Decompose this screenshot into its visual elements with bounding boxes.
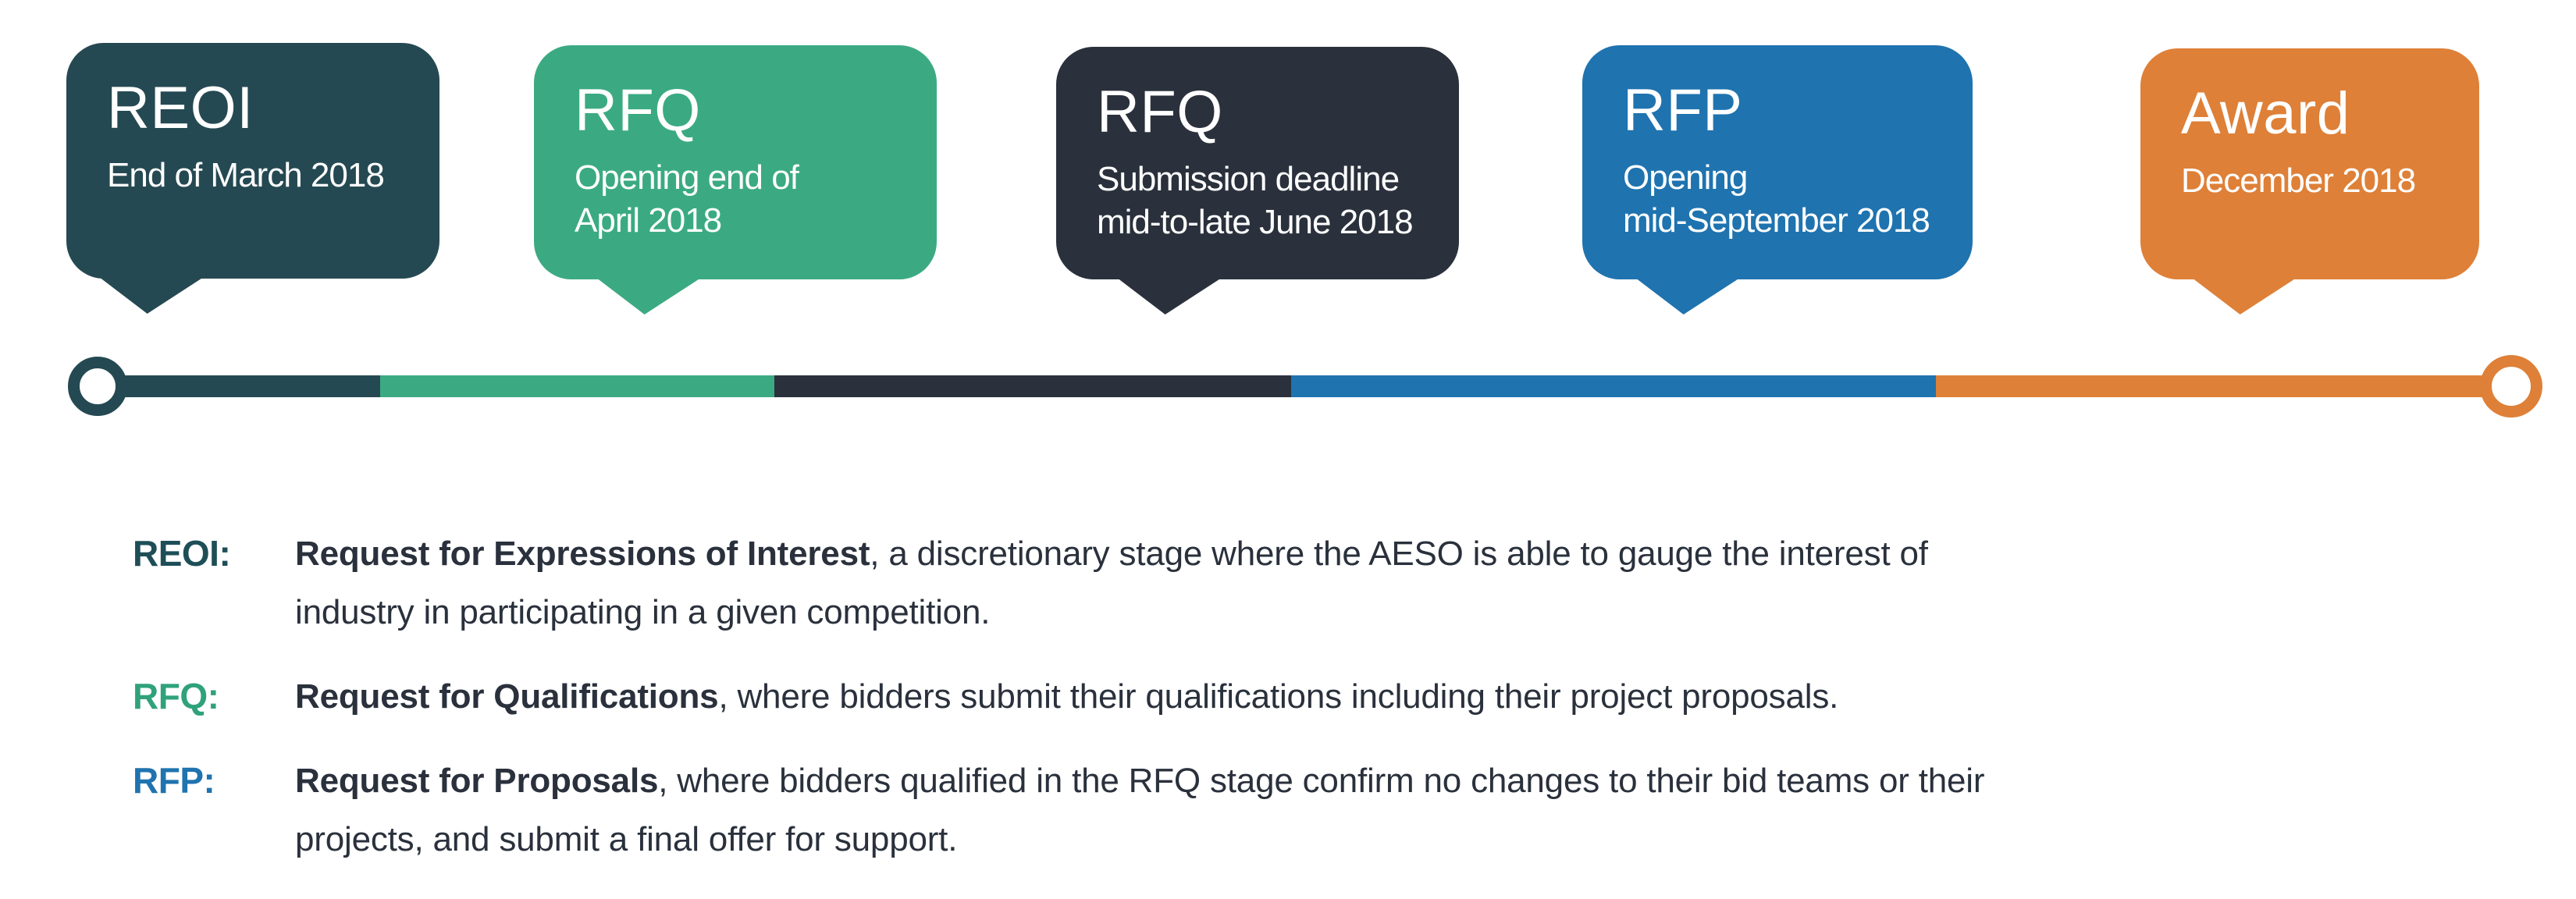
timeline-segment-award: [1936, 375, 2482, 397]
milestone-title: RFP: [1623, 77, 1743, 144]
bubble-tail: [1117, 278, 1222, 314]
milestone-title: REOI: [107, 75, 254, 141]
timeline-segment-rfq-opening: [380, 375, 774, 397]
legend-definition-name: Request for Qualifications: [295, 677, 719, 716]
legend-row-reoi: REOI: Request for Expressions of Interes…: [133, 524, 2381, 641]
milestone-date: Opening end of April 2018: [575, 158, 799, 240]
legend-row-rfq: RFQ: Request for Qualifications, where b…: [133, 667, 2381, 726]
milestone-date: December 2018: [2181, 161, 2416, 200]
milestone-bubble-rfq-opening: RFQ Opening end of April 2018: [534, 45, 937, 314]
timeline-segment-rfq-deadline: [774, 375, 1291, 397]
legend-definition-text: , where bidders qualified in the RFQ sta…: [295, 762, 1985, 858]
milestone-title: RFQ: [1097, 79, 1223, 145]
timeline-bar: [125, 375, 2482, 397]
milestone-bubble-reoi: REOI End of March 2018: [66, 43, 439, 314]
legend-term: REOI:: [133, 533, 231, 574]
bubble-tail: [1635, 278, 1740, 314]
timeline-end-marker: [2480, 355, 2542, 418]
legend-row-rfp: RFP: Request for Proposals, where bidder…: [133, 752, 2381, 869]
milestone-bubble-rfp: RFP Opening mid-September 2018: [1582, 45, 1973, 314]
legend-description: Request for Qualifications, where bidder…: [295, 667, 2340, 726]
legend: REOI: Request for Expressions of Interes…: [133, 524, 2381, 894]
legend-definition-text: , a discretionary stage where the AESO i…: [295, 535, 1928, 631]
legend-term: RFQ:: [133, 676, 219, 716]
bubble-tail: [2192, 278, 2297, 314]
legend-definition-name: Request for Proposals: [295, 762, 659, 800]
milestone-date: Opening mid-September 2018: [1623, 158, 1930, 240]
legend-description: Request for Proposals, where bidders qua…: [295, 752, 2340, 869]
bubble-tail: [99, 277, 204, 314]
bubble-tail: [596, 278, 701, 314]
timeline-segment-reoi: [125, 375, 380, 397]
milestone-title: Award: [2181, 80, 2350, 147]
legend-term: RFP:: [133, 760, 215, 801]
timeline-start-marker: [68, 357, 127, 416]
legend-definition-name: Request for Expressions of Interest: [295, 535, 870, 573]
milestone-bubble-award: Award December 2018: [2140, 48, 2479, 314]
milestone-title: RFQ: [575, 77, 701, 144]
milestone-date: End of March 2018: [107, 155, 385, 194]
legend-definition-text: , where bidders submit their qualificati…: [718, 677, 1839, 716]
milestone-date: Submission deadline mid-to-late June 201…: [1097, 159, 1414, 241]
timeline-segment-rfp: [1291, 375, 1936, 397]
legend-description: Request for Expressions of Interest, a d…: [295, 524, 2340, 641]
milestone-bubble-rfq-deadline: RFQ Submission deadline mid-to-late June…: [1056, 47, 1459, 314]
